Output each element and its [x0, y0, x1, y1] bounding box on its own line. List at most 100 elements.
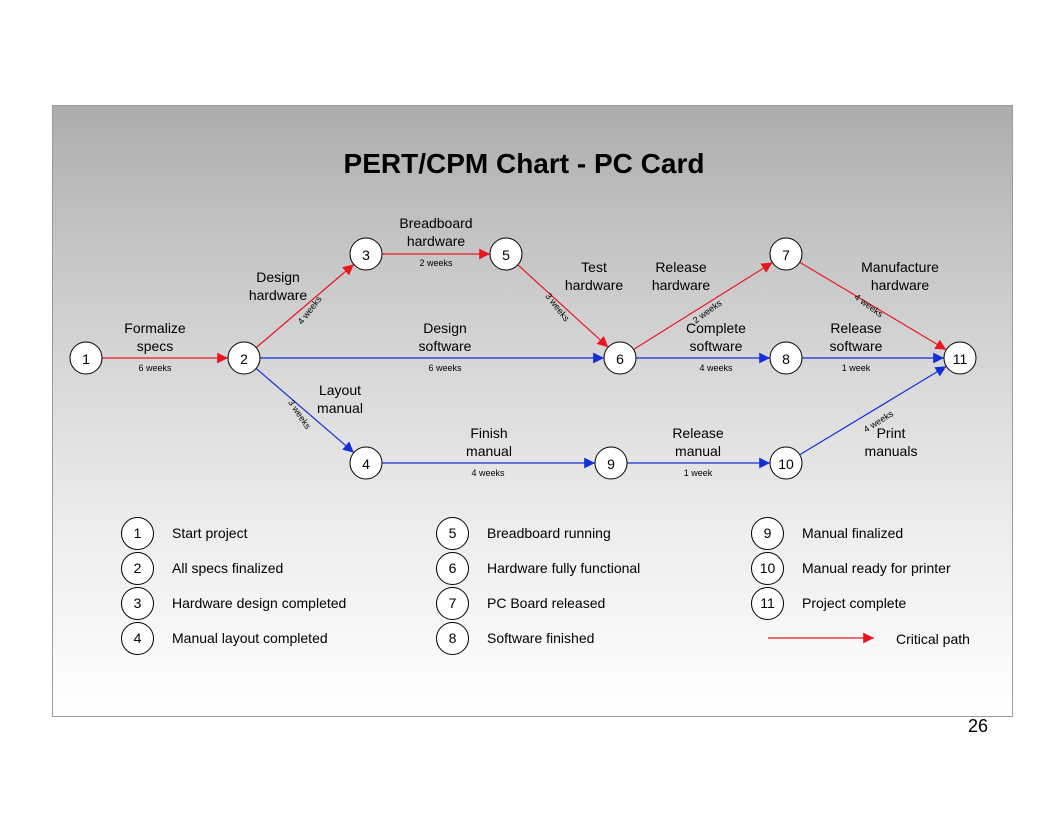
activity-label-line: Release	[830, 320, 882, 336]
activity-duration: 4 weeks	[699, 363, 733, 373]
activity-label-line: Design	[423, 320, 467, 336]
event-node-5: 5	[489, 237, 523, 271]
activity-duration: 3 weeks	[543, 291, 572, 324]
activity-label-line: hardware	[652, 277, 711, 293]
legend-event-label: Manual ready for printer	[802, 560, 951, 576]
activity-label-line: Finish	[470, 425, 507, 441]
activity-label-line: software	[419, 338, 472, 354]
activity-label-line: hardware	[407, 233, 466, 249]
event-number: 8	[782, 351, 790, 367]
legend-event-label: Software finished	[487, 630, 595, 646]
event-node-3: 3	[349, 237, 383, 271]
legend-event-number: 5	[436, 517, 469, 550]
event-number: 3	[362, 247, 370, 263]
legend-event-number: 4	[121, 622, 154, 655]
legend-event-label: Manual finalized	[802, 525, 904, 541]
activity-label: Breadboard hardware	[399, 215, 472, 249]
event-circle	[943, 341, 977, 375]
event-node-2: 2	[227, 341, 261, 375]
activity-label: Formalize specs	[124, 320, 186, 354]
diagram-title: PERT/CPM Chart - PC Card	[343, 148, 705, 179]
critical-path-label: Critical path	[896, 631, 970, 647]
activity-duration: 4 weeks	[471, 468, 505, 478]
legend-event-number: 2	[121, 552, 154, 585]
activity-label: Design software	[419, 320, 472, 354]
legend-event-number: 9	[751, 517, 784, 550]
activity-label-line: specs	[137, 338, 174, 354]
event-circle	[769, 237, 803, 271]
activity-arrow	[517, 264, 609, 348]
activity-arrow	[799, 261, 947, 351]
activity-duration: 6 weeks	[138, 363, 172, 373]
event-node-6: 6	[603, 341, 637, 375]
event-circle	[769, 446, 803, 480]
legend-event-number: 7	[436, 587, 469, 620]
activity-duration: 6 weeks	[428, 363, 462, 373]
event-node-7: 7	[769, 237, 803, 271]
activity-duration: 1 week	[842, 363, 871, 373]
event-number: 7	[782, 247, 790, 263]
activity-arrow	[255, 263, 355, 349]
activity-label-line: software	[690, 338, 743, 354]
activity-label-line: manuals	[865, 443, 918, 459]
legend-event-number: 6	[436, 552, 469, 585]
event-number: 9	[607, 456, 615, 472]
legend-event-label: Manual layout completed	[172, 630, 328, 646]
event-circle	[769, 341, 803, 375]
legend-event-number: 3	[121, 587, 154, 620]
activity-label-line: hardware	[249, 287, 308, 303]
activity-label: Layout manual	[317, 382, 363, 416]
activity-label-line: Release	[672, 425, 724, 441]
activity-label-line: Layout	[319, 382, 361, 398]
activity-label-line: Print	[877, 425, 906, 441]
activity-label-line: hardware	[565, 277, 624, 293]
event-circle	[69, 341, 103, 375]
activity-arrow	[799, 365, 947, 456]
event-number: 1	[82, 351, 90, 367]
activity-label-line: software	[830, 338, 883, 354]
event-node-1: 1	[69, 341, 103, 375]
activity-label-line: manual	[317, 400, 363, 416]
legend-event-label: Project complete	[802, 595, 907, 611]
activity-label: Release software	[830, 320, 883, 354]
event-circle	[594, 446, 628, 480]
event-number: 2	[240, 351, 248, 367]
event-node-10: 10	[769, 446, 803, 480]
activity-label-line: Formalize	[124, 320, 186, 336]
activity-duration: 4 weeks	[852, 292, 885, 320]
event-number: 10	[778, 456, 794, 472]
event-circle	[603, 341, 637, 375]
activity-arrow	[255, 367, 355, 454]
activity-label-line: Breadboard	[399, 215, 472, 231]
activity-2-6: Design software 6 weeks	[260, 320, 604, 373]
event-circle	[489, 237, 523, 271]
legend-event-label: Hardware fully functional	[487, 560, 641, 576]
event-circle	[227, 341, 261, 375]
legend-event-number: 10	[751, 552, 784, 585]
legend-event-number: 1	[121, 517, 154, 550]
activity-label-line: Manufacture	[861, 259, 939, 275]
event-number: 4	[362, 456, 370, 472]
activity-label: Print manuals	[865, 425, 918, 459]
event-node-4: 4	[349, 446, 383, 480]
event-node-11: 11	[943, 341, 977, 375]
event-number: 6	[616, 351, 624, 367]
legend-event-label: All specs finalized	[172, 560, 284, 576]
legend-event-label: Start project	[172, 525, 248, 541]
legend-event-label: PC Board released	[487, 595, 606, 611]
